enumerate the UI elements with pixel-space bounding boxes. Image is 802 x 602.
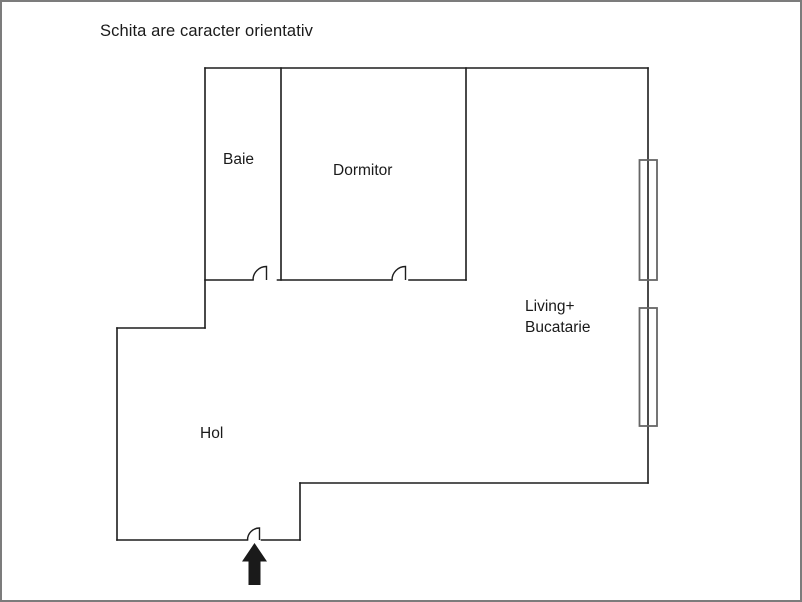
room-label-living-line1: Living+: [525, 298, 575, 315]
outer-walls: [116, 67, 649, 541]
room-label-baie: Baie: [223, 151, 254, 168]
window-2-icon: [638, 307, 658, 427]
room-label-dormitor: Dormitor: [333, 162, 392, 179]
disclaimer-title: Schita are caracter orientativ: [100, 22, 314, 40]
entrance-arrow-icon: [242, 543, 267, 585]
room-label-living-line2: Bucatarie: [525, 319, 590, 336]
interior-walls: [204, 67, 467, 281]
door-entrance-icon: [246, 527, 261, 541]
window-1-icon: [638, 159, 658, 281]
door-dormitor-icon: [391, 265, 407, 281]
room-label-hol: Hol: [200, 425, 223, 442]
doors: [246, 265, 407, 541]
door-baie-icon: [252, 265, 268, 281]
windows: [638, 159, 658, 427]
